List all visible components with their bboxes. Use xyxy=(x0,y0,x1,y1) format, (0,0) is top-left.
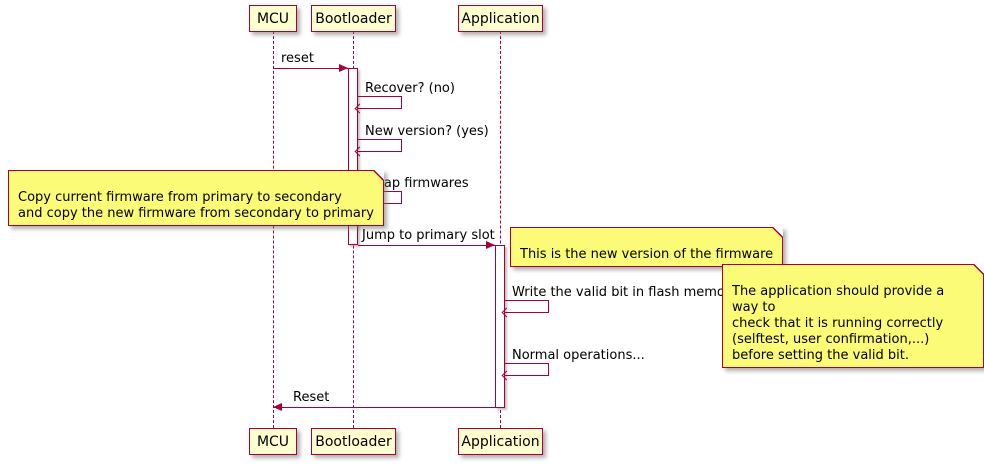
activation-bar-bootloader xyxy=(348,68,358,245)
participant-application-top: Application xyxy=(458,5,543,32)
participant-label: MCU xyxy=(256,10,290,27)
arrowhead-right-icon xyxy=(486,240,495,249)
arrowhead-right-icon xyxy=(339,63,348,72)
message-new-version-label: New version? (yes) xyxy=(365,124,489,139)
message-normal-ops-label: Normal operations... xyxy=(512,348,645,363)
message-swap-label: Swap firmwares xyxy=(365,176,469,191)
note-text: Copy current firmware from primary to se… xyxy=(18,190,374,221)
participant-label: Bootloader xyxy=(315,10,392,27)
participant-bootloader-top: Bootloader xyxy=(311,5,396,32)
message-jump-label: Jump to primary slot xyxy=(362,228,495,243)
participant-bootloader-bottom: Bootloader xyxy=(311,428,396,455)
note-fold-icon xyxy=(772,227,784,238)
message-reset-return-line xyxy=(273,407,495,408)
message-write-valid-bit-loop xyxy=(505,300,549,313)
participant-mcu-top: MCU xyxy=(249,5,297,32)
note-copy-firmware: Copy current firmware from primary to se… xyxy=(8,170,384,226)
lifeline-application xyxy=(500,31,501,428)
message-new-version-loop xyxy=(358,139,402,152)
participant-label: Bootloader xyxy=(315,433,392,450)
participant-application-bottom: Application xyxy=(458,428,543,455)
note-fold-icon xyxy=(372,170,384,181)
activation-bar-application xyxy=(495,245,505,408)
participant-label: Application xyxy=(461,433,540,450)
message-reset-line xyxy=(273,68,348,69)
message-recover-label: Recover? (no) xyxy=(365,81,455,96)
note-text: The application should provide a way to … xyxy=(732,284,945,363)
message-jump-line xyxy=(358,245,495,246)
message-recover-loop xyxy=(358,96,402,109)
note-selftest: The application should provide a way to … xyxy=(722,264,984,368)
message-normal-ops-loop xyxy=(505,363,549,376)
lifeline-mcu xyxy=(273,31,274,428)
message-reset-label: reset xyxy=(281,51,314,66)
participant-label: MCU xyxy=(256,433,290,450)
note-fold-icon xyxy=(973,264,984,275)
participant-mcu-bottom: MCU xyxy=(249,428,297,455)
note-text: This is the new version of the firmware xyxy=(520,247,774,262)
message-write-valid-bit-label: Write the valid bit in flash memory xyxy=(512,285,738,300)
note-new-version: This is the new version of the firmware xyxy=(510,227,784,267)
participant-label: Application xyxy=(461,10,540,27)
message-reset-return-label: Reset xyxy=(293,390,330,405)
arrowhead-left-icon xyxy=(273,402,282,411)
